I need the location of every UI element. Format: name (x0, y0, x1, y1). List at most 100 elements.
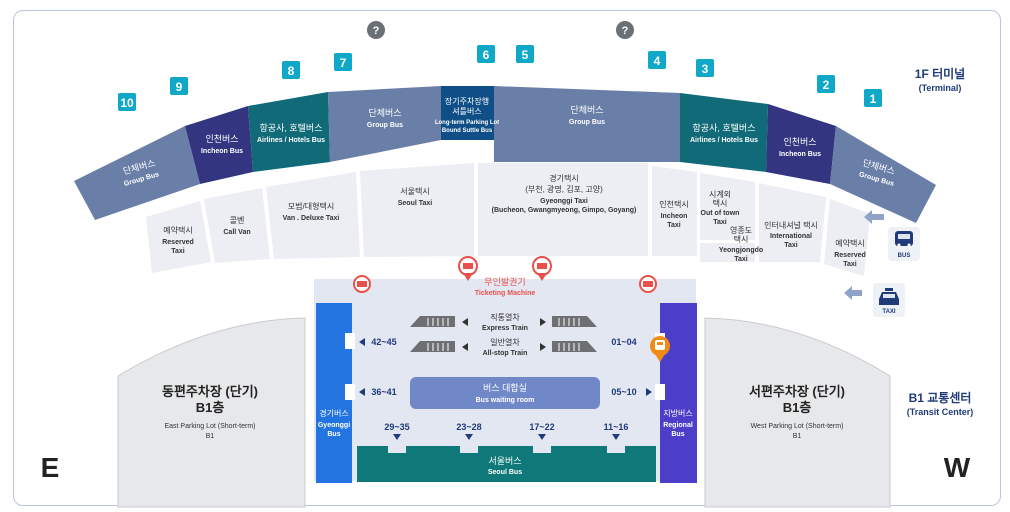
taxi-label-ko: 서울택시 (400, 186, 429, 196)
regional-bus-bay[interactable] (660, 303, 697, 483)
bus-zone-group-bus-center-left[interactable] (328, 86, 441, 162)
waiting-room-ko: 버스 대합실 (483, 383, 527, 393)
bus-zone-label-en: Airlines / Hotels Bus (257, 137, 325, 144)
bus-zone-label-ko: 인천버스 (783, 137, 816, 147)
taxi-zone-seoul[interactable] (360, 163, 474, 257)
taxi-label-en: Out of town (701, 210, 740, 217)
gate-number-4: 4 (654, 54, 661, 68)
gate-notch (655, 384, 665, 400)
bay-notch (533, 446, 551, 453)
taxi-zone-reserved-east[interactable] (824, 199, 870, 276)
gate-badge-10[interactable]: 10 (118, 93, 136, 111)
regional-bus-en: Regional (663, 422, 693, 429)
bus-zone-incheon-bus-east[interactable] (766, 104, 836, 184)
ticketing-machine-icon[interactable] (353, 275, 371, 293)
express-train-icon (552, 316, 597, 327)
taxi-label-en: Reserved (834, 252, 866, 259)
gate-badge-8[interactable]: 8 (282, 61, 300, 79)
gate-down-arrow-icon (538, 434, 546, 440)
bus-zone-label-ko: 항공사, 호텔버스 (260, 122, 323, 133)
taxi-label-en: Taxi (667, 222, 681, 229)
gate-down-arrow-icon (612, 434, 620, 440)
west-parking-en: West Parking Lot (Short-term) (751, 423, 844, 430)
gate-badge-3[interactable]: 3 (696, 59, 714, 77)
taxi-zone-reserved-west[interactable] (146, 201, 211, 273)
taxi-zone-yeongjongdo[interactable] (700, 243, 755, 262)
bay-notch (460, 446, 478, 453)
gate-badge-1[interactable]: 1 (864, 89, 882, 107)
gate-number-8: 8 (288, 64, 295, 78)
allstop-right-arrow-icon (540, 343, 546, 351)
east-parking-lot (117, 317, 306, 508)
ticketing-label-en: Ticketing Machine (475, 290, 536, 297)
express-left-arrow-icon (462, 318, 468, 326)
help-icon[interactable]: ? (367, 21, 385, 39)
gate-badge-5[interactable]: 5 (516, 45, 534, 63)
gate-label-01-04: 01~04 (611, 337, 636, 347)
bus-zone-label-ko: 장기주차장행 (445, 96, 489, 106)
bus-zone-airlines-hotels-east[interactable] (680, 93, 768, 172)
ticketing-pin-icon[interactable] (532, 256, 552, 281)
ticketing-pin-icon[interactable] (458, 238, 478, 281)
gate-badge-9[interactable]: 9 (170, 77, 188, 95)
allstop-train-ko: 일반열차 (490, 338, 520, 347)
taxi-zone-international[interactable] (759, 183, 826, 262)
bus-zone-incheon-bus-west[interactable] (185, 106, 253, 184)
taxi-zone-incheon[interactable] (652, 166, 697, 256)
taxi-zone-van-deluxe[interactable] (266, 172, 360, 259)
gate-number-2: 2 (823, 78, 830, 92)
seoul-bus-bay[interactable] (357, 446, 656, 482)
taxi-label-en: Taxi (171, 248, 185, 255)
bus-waiting-room[interactable] (410, 377, 600, 409)
taxi-label-ko: 경기택시 (549, 173, 578, 183)
gate-badge-2[interactable]: 2 (817, 75, 835, 93)
bus-zone-group-bus-east[interactable] (830, 126, 936, 223)
bus-zone-group-bus-center-right[interactable] (494, 86, 680, 162)
express-train-en: Express Train (482, 325, 528, 332)
taxi-label-ko: 예약택시 (163, 225, 192, 235)
seoul-bus-en: Seoul Bus (488, 469, 522, 476)
taxi-zone-gyeonggi[interactable] (478, 163, 648, 256)
bus-legend-icon: BUS (888, 227, 920, 261)
east-parking-ko: B1층 (196, 400, 225, 415)
gate-label-05-10: 05~10 (611, 387, 636, 397)
taxi-label-en: Yeongjongdo (719, 247, 763, 254)
taxi-label-en: Van . Deluxe Taxi (283, 215, 340, 222)
regional-bus-en: Bus (671, 431, 684, 438)
bus-zone-label-ko: 항공사, 호텔버스 (693, 122, 756, 133)
gate-number-3: 3 (702, 62, 709, 76)
ticketing-machine-icon[interactable] (639, 275, 657, 293)
taxi-zone-out-of-town[interactable] (700, 173, 755, 240)
gate-down-arrow-icon (465, 434, 473, 440)
gate-badge-4[interactable]: 4 (648, 51, 666, 69)
allstop-train-en: All-stop Train (483, 350, 528, 357)
taxi-label-ko: 택시 (713, 198, 728, 208)
gate-badge-6[interactable]: 6 (477, 45, 495, 63)
bus-zone-airlines-hotels-west[interactable] (248, 92, 330, 172)
bus-zone-longterm-shuttle[interactable] (441, 86, 494, 140)
east-parking-ko: 동편주차장 (단기) (162, 384, 258, 399)
allstop-train-icon (410, 341, 455, 352)
ticketing-label-ko: 무인발권기 (484, 276, 525, 287)
help-icon-glyph: ? (373, 25, 380, 37)
transit-label-en: (Transit Center) (907, 407, 974, 417)
waiting-room-en: Bus waiting room (476, 397, 535, 404)
terminal-label-ko: 1F 터미널 (915, 66, 965, 81)
help-icon[interactable]: ? (616, 21, 634, 39)
bus-zone-group-bus-west[interactable] (74, 126, 200, 220)
bus-zone-label-ko: 단체버스 (368, 108, 401, 118)
gate-notch (345, 333, 355, 349)
west-parking-lot (704, 317, 891, 508)
bay-notch (388, 446, 406, 453)
gate-label-42-45: 42~45 (371, 337, 396, 347)
taxi-legend-label: TAXI (882, 309, 896, 315)
current-location-bus-icon[interactable] (650, 336, 670, 362)
bus-zone-label-en: Airlines / Hotels Bus (690, 137, 758, 144)
west-parking-en: B1 (793, 433, 802, 440)
terminal-label-en: (Terminal) (919, 83, 962, 93)
bus-zone-label-en: Bound Suttle Bus (442, 128, 493, 134)
bus-zone-label-en: Long-term Parking Lot (435, 120, 499, 126)
gate-badge-7[interactable]: 7 (334, 53, 352, 71)
taxi-zone-call-van[interactable] (204, 188, 270, 263)
